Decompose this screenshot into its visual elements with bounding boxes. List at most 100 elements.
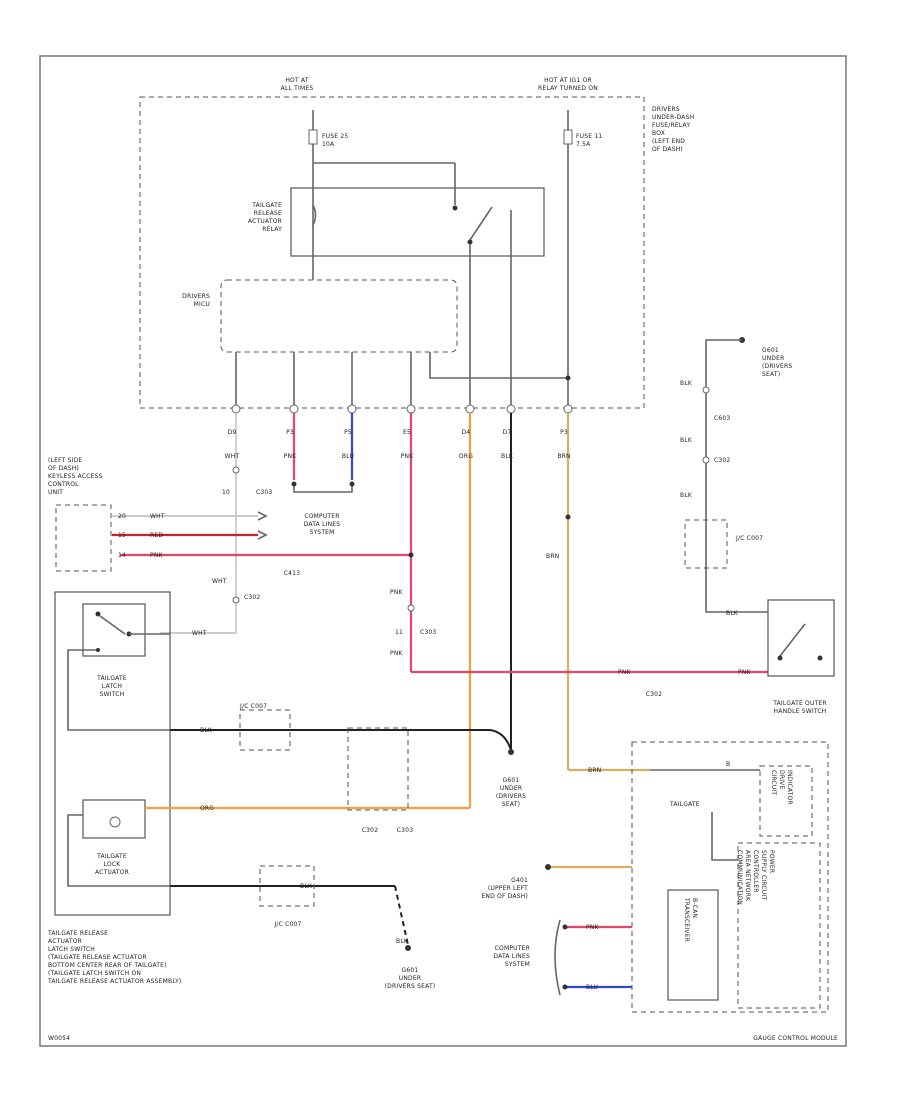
c603-pin-1 — [702, 386, 710, 394]
footer-right-label: GAUGE CONTROL MODULE — [753, 1035, 838, 1042]
c603-pin-2 — [702, 456, 710, 464]
micu-connector-pins — [231, 404, 573, 414]
footer-left-label: W0054 — [48, 1035, 70, 1042]
c302-wht-pin — [232, 596, 240, 604]
c303-mid-label: C303 — [397, 827, 413, 834]
latch-switch-ground — [67, 649, 170, 731]
keyless-pin-2: 14 — [118, 552, 126, 559]
c303-pin — [407, 604, 415, 612]
g601-bot-ground — [405, 945, 411, 951]
c302-c-label: C302 — [714, 457, 730, 464]
fuse-25-symbol — [308, 129, 318, 145]
latch-switch-arm — [99, 615, 126, 635]
wht-h-label: WHT — [192, 630, 207, 637]
micu-wire-color-1: PNK — [284, 453, 298, 460]
micu-to-fuse11 — [429, 352, 568, 379]
jc-c007-bot — [259, 865, 315, 907]
handle-contact — [817, 655, 823, 661]
p3-p5-bridge — [293, 486, 353, 493]
blk-to-ground-bot — [394, 885, 409, 946]
micu-wire-color-3: PNK — [401, 453, 415, 460]
keyless-access-unit-box — [55, 504, 112, 572]
indicator-drive-label: INDICATORDRIVECIRCUIT — [770, 770, 793, 805]
blk-2-label: BLK — [680, 437, 693, 444]
micu-wire-color-5: BLK — [501, 453, 514, 460]
relay-coil — [312, 204, 317, 226]
c413-label: C413 — [284, 570, 300, 577]
brn-v-label: BRN — [546, 553, 559, 560]
micu-pin-4: D4 — [462, 429, 471, 436]
micu-pin-1: P3 — [286, 429, 294, 436]
wht-wire-to-latch — [160, 600, 237, 634]
keyless-color-0: WHT — [150, 513, 165, 520]
micu-pin-5: D7 — [503, 429, 512, 436]
b-can-label: B-CANTRANSCEIVER — [683, 897, 698, 942]
jc-c007-right — [684, 519, 728, 569]
lock-actuator-motor — [109, 816, 121, 828]
power-supply-circuit-box — [737, 842, 821, 1009]
computer-data-brace — [554, 919, 561, 996]
pnk-v1-label: PNK — [390, 589, 404, 596]
c302-a-label: C302 — [244, 594, 260, 601]
pnk-h2-label: PNK — [738, 669, 752, 676]
indicator-drive-circuit-box — [759, 765, 813, 837]
pnk-v2-label: PNK — [390, 650, 404, 657]
blk-wire-right-chain — [705, 339, 768, 613]
c303-wht-pin — [232, 466, 240, 474]
keyless-pin-0: 20 — [118, 513, 126, 520]
org-h-label: ORG — [200, 805, 214, 812]
p5-end-dot — [349, 481, 355, 487]
micu-pin-6: P3 — [560, 429, 568, 436]
c303-b-label: C303 — [420, 629, 436, 636]
keyless-color-2: PNK — [150, 552, 164, 559]
jc-bot-label: J/C C007 — [273, 921, 301, 928]
jc-c007-label: J/C C007 — [239, 703, 267, 710]
num-10-label: 10 — [222, 489, 230, 496]
tailgate-release-actuator-relay-box — [290, 187, 545, 257]
micu-wire-color-4: ORG — [459, 453, 473, 460]
can-blu-dot — [562, 984, 568, 990]
outer-handle-switch-arm — [779, 623, 806, 657]
comp-data-arrow-2 — [257, 530, 268, 540]
micu-wire-color-0: WHT — [225, 453, 240, 460]
tailgate-lead-label: TAILGATE — [669, 801, 700, 808]
g601-mid-ground — [508, 749, 514, 755]
lock-actuator-box — [82, 799, 146, 839]
micu-wire-color-2: BLU — [342, 453, 354, 460]
power-supply-label: POWERSUPPLY CIRCUITCONTROLLERAREA NETWOR… — [736, 850, 775, 905]
can-pnk-dot — [562, 924, 568, 930]
latch-switch-pivot — [95, 611, 101, 617]
jc-top-label: J/C C007 — [735, 535, 763, 542]
latch-ground-dot — [96, 648, 100, 652]
relay-contact-dot — [452, 205, 458, 211]
keyless-color-1: RED — [150, 532, 163, 539]
blk-1-label: BLK — [680, 380, 693, 387]
handle-pivot — [777, 655, 783, 661]
latch-switch-box — [82, 603, 146, 657]
pnk-r-label: PNK — [586, 924, 600, 931]
pnk-h-label: PNK — [618, 669, 632, 676]
blk-to-ground — [489, 729, 512, 751]
b-can-transceiver-box — [667, 889, 719, 1001]
comp-data-arrow-1 — [257, 511, 268, 521]
relay-switch-arm — [469, 206, 493, 241]
num-b-label: B — [726, 761, 730, 768]
brn-splice — [565, 514, 571, 520]
fuse11-junction — [565, 375, 571, 381]
c302-c303-bracket — [347, 727, 409, 811]
lock-actuator-return — [67, 814, 170, 887]
